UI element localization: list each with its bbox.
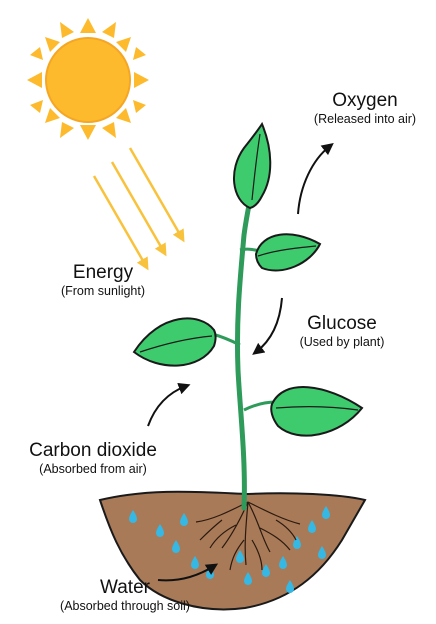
water-arrow [157,563,219,582]
carbon-dioxide-label: Carbon dioxide (Absorbed from air) [8,440,178,476]
energy-subtitle: (From sunlight) [60,284,146,298]
plant-leaves [132,121,364,437]
water-label: Water (Absorbed through soil) [40,577,210,613]
oxygen-title: Oxygen [332,90,398,111]
water-title: Water [100,577,150,598]
carbon-dioxide-arrow [147,382,191,427]
leaf-top [232,121,272,210]
energy-label: Energy (From sunlight) [28,262,178,298]
glucose-arrow [252,297,283,355]
leaf-lower-right [270,386,364,437]
leaf-upper-right [254,233,322,272]
water-drops [129,506,330,593]
sun-icon [27,18,149,140]
sunlight-beams [92,147,185,271]
glucose-title: Glucose [307,313,377,334]
water-subtitle: (Absorbed through soil) [60,599,190,613]
oxygen-label: Oxygen (Released into air) [300,90,430,126]
oxygen-subtitle: (Released into air) [313,112,417,126]
glucose-subtitle: (Used by plant) [299,335,385,349]
plant-stem [234,197,253,511]
carbon-dioxide-title: Carbon dioxide [29,440,157,461]
carbon-dioxide-subtitle: (Absorbed from air) [39,462,147,476]
glucose-label: Glucose (Used by plant) [282,313,402,349]
energy-title: Energy [72,262,134,283]
oxygen-arrow [297,143,334,215]
